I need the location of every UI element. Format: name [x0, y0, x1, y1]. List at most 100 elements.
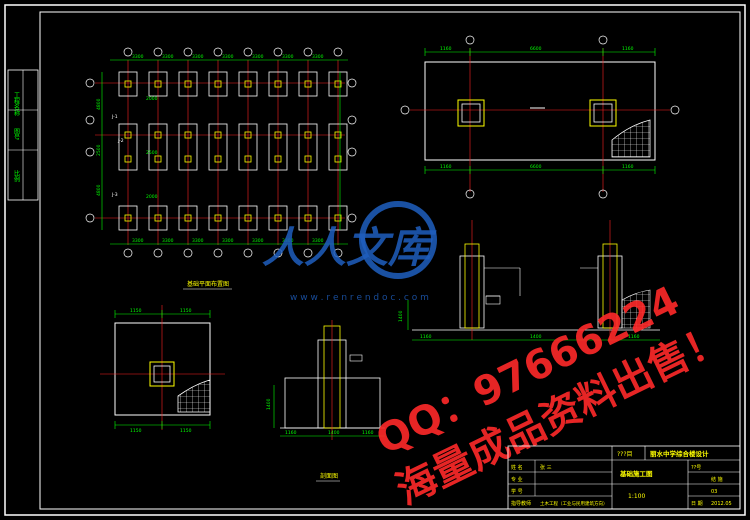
footing-1-2 — [178, 123, 198, 171]
footing-0-7 — [328, 71, 348, 97]
pier-1-3-1 — [214, 155, 222, 163]
side-strip-label-3: 比例 — [13, 169, 20, 183]
title-block — [507, 445, 741, 510]
footing-1-0 — [118, 123, 138, 171]
footing-dim-bottom-1: 1150 — [130, 428, 142, 434]
section-right-level: 1400 — [398, 310, 404, 322]
footing-1-1 — [148, 123, 168, 171]
pier-0-5-0 — [274, 80, 282, 88]
elev-dim-bottom-3: 1160 — [622, 164, 634, 170]
title-cell-2: 03 — [711, 489, 717, 495]
plan-axis-bubble-top-7 — [333, 47, 343, 57]
title-scale: 1:100 — [628, 493, 645, 500]
plan-footing-dim-2: 2000 — [146, 194, 158, 200]
section-bottom-level: 1400 — [266, 398, 272, 410]
footing-2-0 — [118, 205, 138, 231]
pier-0-6-0 — [304, 80, 312, 88]
plan-axis-bubble-bottom-3 — [213, 248, 223, 258]
watermark-logo-text: 人人文库 — [262, 223, 437, 272]
plan-axis-bubble-bottom-1 — [153, 248, 163, 258]
plan-footing-tag-2: J-3 — [111, 192, 118, 198]
pier-0-4-0 — [244, 80, 252, 88]
pier-1-6-0 — [304, 131, 312, 139]
drawing-frame — [39, 11, 741, 510]
plan-axis-bubble-left-3 — [85, 213, 95, 223]
plan-axis-bubble-top-2 — [183, 47, 193, 57]
pier-1-0-1 — [124, 155, 132, 163]
title-row-value-1: 张 三 — [540, 464, 552, 471]
title-code: ???目 — [617, 451, 633, 458]
footing-0-6 — [298, 71, 318, 97]
title-sheet-label: ??号 — [691, 465, 701, 471]
plan-axis-bubble-top-0 — [123, 47, 133, 57]
footing-2-3 — [208, 205, 228, 231]
pier-0-7-0 — [334, 80, 342, 88]
pier-0-1-0 — [154, 80, 162, 88]
section-bottom-dim-2: 1400 — [328, 430, 340, 436]
plan-dim-bottom-5: 3300 — [282, 238, 294, 244]
pier-1-4-0 — [244, 131, 252, 139]
section-bottom-dim-1: 1160 — [285, 430, 297, 436]
title-row-label-3: 学 号 — [511, 488, 523, 495]
side-strip-label-2: 图号 — [13, 128, 20, 141]
plan-axis-bubble-bottom-2 — [183, 248, 193, 258]
title-cell-1: 结 施 — [711, 476, 723, 483]
pier-1-2-1 — [184, 155, 192, 163]
plan-axis-bubble-bottom-5 — [273, 248, 283, 258]
watermark-site: w w w . r e n r e n d o c . c o m — [290, 293, 429, 303]
plan-dim-top-2: 3300 — [192, 54, 204, 60]
plan-axis-bubble-top-6 — [303, 47, 313, 57]
footing-0-1 — [148, 71, 168, 97]
pier-1-1-1 — [154, 155, 162, 163]
footing-detail — [100, 305, 225, 430]
pier-0-3-0 — [214, 80, 222, 88]
footing-0-0 — [118, 71, 138, 97]
pier-2-7-0 — [334, 214, 342, 222]
plan-footing-dim-1: 2500 — [146, 150, 158, 156]
title-dept: 土木工程（工业与民用建筑方向） — [540, 500, 608, 507]
pier-2-1-0 — [154, 214, 162, 222]
pier-1-3-0 — [214, 131, 222, 139]
pier-2-5-0 — [274, 214, 282, 222]
plan-dim-top-6: 3300 — [312, 54, 324, 60]
footing-1-4 — [238, 123, 258, 171]
plan-axis-bubble-top-5 — [273, 47, 283, 57]
pier-1-1-0 — [154, 131, 162, 139]
title-project: 丽水中学综合楼设计 — [650, 449, 709, 458]
pier-2-3-0 — [214, 214, 222, 222]
pier-1-5-0 — [274, 131, 282, 139]
plan-axis-bubble-bottom-7 — [333, 248, 343, 258]
plan-axis-bubble-bottom-0 — [123, 248, 133, 258]
plan-dim-left-0: 4800 — [96, 98, 102, 110]
plan-dim-top-1: 3300 — [162, 54, 174, 60]
plan-dim-bottom-6: 3300 — [312, 238, 324, 244]
footing-2-5 — [268, 205, 288, 231]
footing-0-3 — [208, 71, 228, 97]
footing-0-4 — [238, 71, 258, 97]
section-right-dim-2: 1400 — [530, 334, 542, 340]
section-right-dim-1: 1160 — [420, 334, 432, 340]
elev-dim-bottom-1: 1160 — [440, 164, 452, 170]
pier-2-6-0 — [304, 214, 312, 222]
elev-dim-top-1: 1160 — [440, 46, 452, 52]
pier-1-0-0 — [124, 131, 132, 139]
pier-2-4-0 — [244, 214, 252, 222]
footing-2-7 — [328, 205, 348, 231]
plan-axis-bubble-left-1 — [85, 115, 95, 125]
plan-axis-bubble-top-3 — [213, 47, 223, 57]
plan-axis-bubble-right-2 — [347, 147, 357, 157]
footing-dim-bottom-2: 1150 — [180, 428, 192, 434]
footing-2-2 — [178, 205, 198, 231]
pier-1-6-1 — [304, 155, 312, 163]
plan-dim-left-2: 4800 — [96, 184, 102, 196]
foundation-elevation — [400, 35, 680, 199]
plan-dim-bottom-4: 3300 — [252, 238, 264, 244]
section-bottom-dim-3: 1160 — [362, 430, 374, 436]
plan-dim-top-3: 3300 — [222, 54, 234, 60]
plan-axis-bubble-right-3 — [347, 213, 357, 223]
footing-1-5 — [268, 123, 288, 171]
watermark-logo — [359, 201, 437, 279]
footing-1-7 — [328, 123, 348, 171]
plan-dim-left-1: 2500 — [96, 144, 102, 156]
footing-dim-top-2: 1150 — [180, 308, 192, 314]
